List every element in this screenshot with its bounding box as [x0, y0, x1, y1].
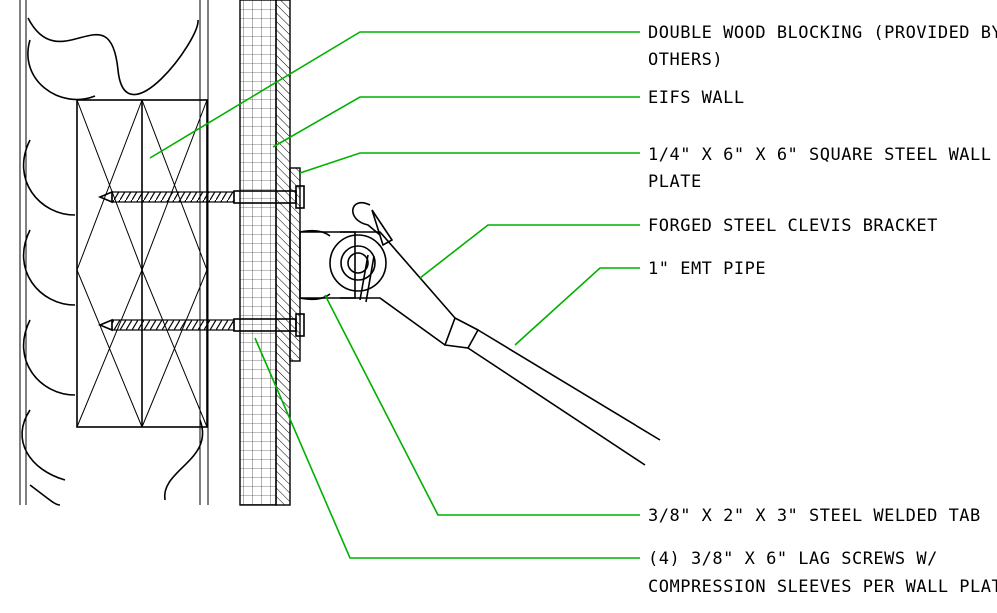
note-wood-blocking-line2: OTHERS)	[648, 50, 723, 70]
note-wall-plate-line1: 1/4" X 6" X 6" SQUARE STEEL WALL	[648, 145, 992, 165]
emt-pipe	[443, 316, 661, 466]
note-lag-screws-line1: (4) 3/8" X 6" LAG SCREWS W/	[648, 549, 938, 569]
note-wood-blocking-line1: DOUBLE WOOD BLOCKING (PROVIDED BY	[648, 23, 997, 43]
steel-wall-plate	[289, 167, 301, 362]
insulation-batt	[19, 0, 209, 506]
note-emt-pipe: 1" EMT PIPE	[648, 259, 766, 279]
note-welded-tab: 3/8" X 2" X 3" STEEL WELDED TAB	[648, 506, 981, 526]
note-wall-plate-line2: PLATE	[648, 172, 702, 192]
note-clevis-bracket: FORGED STEEL CLEVIS BRACKET	[648, 216, 938, 236]
lag-screw-lower	[97, 313, 305, 337]
cotter-pin	[351, 202, 394, 303]
note-eifs-wall: EIFS WALL	[648, 88, 745, 108]
clevis-bracket	[299, 229, 456, 346]
eifs-wall	[239, 0, 291, 506]
callout-notes: DOUBLE WOOD BLOCKING (PROVIDED BY OTHERS…	[648, 23, 997, 597]
lag-screw-upper	[97, 185, 305, 209]
double-wood-blocking	[76, 99, 208, 428]
note-lag-screws-line2: COMPRESSION SLEEVES PER WALL PLATE	[648, 577, 997, 597]
leader-lines	[149, 31, 640, 559]
